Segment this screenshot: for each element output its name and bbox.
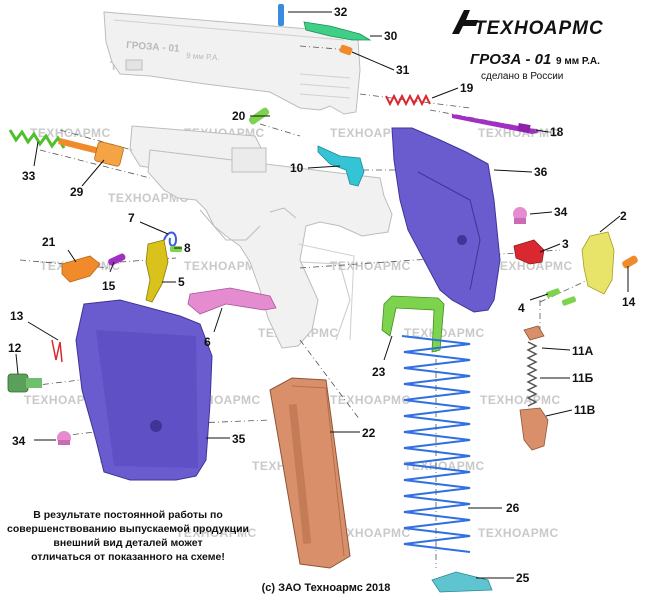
label-14: 14 <box>622 295 636 309</box>
label-11b: 11Б <box>572 371 594 385</box>
copyright: (c) ЗАО Техноармс 2018 <box>262 582 391 594</box>
label-33: 33 <box>22 169 36 183</box>
leader-lines <box>15 11 629 579</box>
part-11-recoil-assembly <box>519 325 549 451</box>
model-name: ГРОЗА - 01 <box>470 51 551 68</box>
part-21-part <box>61 255 101 283</box>
label-32: 32 <box>334 5 348 19</box>
watermark: ТЕХНОАРМС <box>176 526 257 540</box>
disclaimer-line-1: В результате постоянной работы по <box>33 509 223 521</box>
watermark: ТЕХНОАРМС <box>330 126 411 140</box>
label-10: 10 <box>290 161 304 175</box>
watermark: ТЕХНОАРМС <box>330 393 411 407</box>
part-19-spring <box>385 93 431 107</box>
label-7: 7 <box>128 211 135 225</box>
slide-engraving-model: ГРОЗА - 01 <box>126 40 181 55</box>
label-12: 12 <box>8 341 22 355</box>
watermark: ТЕХНОАРМС <box>480 393 561 407</box>
part-25-follower <box>431 571 493 593</box>
part-35-grip-panel-left <box>75 299 213 481</box>
part-33-spring <box>8 129 66 149</box>
label-29: 29 <box>70 185 84 199</box>
part-26-magazine-spring <box>401 335 471 553</box>
label-31: 31 <box>396 63 410 77</box>
label-19: 19 <box>460 81 474 95</box>
label-34-lower: 34 <box>12 434 26 448</box>
slide: ГРОЗА - 01 9 мм Р.А. <box>103 11 361 115</box>
part-32-pin <box>278 4 284 26</box>
brand-logo-mark-icon <box>452 10 478 34</box>
label-11a: 11А <box>572 344 594 358</box>
label-13: 13 <box>10 309 24 323</box>
label-22: 22 <box>362 426 376 440</box>
watermark: ТЕХНОАРМС <box>404 326 485 340</box>
disclaimer: В результате постоянной работы по соверш… <box>7 509 249 563</box>
part-34-screw-lower <box>57 431 71 445</box>
label-30: 30 <box>384 29 398 43</box>
disclaimer-line-3: внешний вид деталей может <box>53 537 202 549</box>
made-in-text: сделано в России <box>481 71 563 82</box>
part-13-spring <box>51 339 63 363</box>
label-23: 23 <box>372 365 386 379</box>
disclaimer-line-4: отличаться от показанного на схеме! <box>31 551 225 563</box>
watermark: ТЕХНОАРМС <box>108 191 189 205</box>
part-18-firing-pin <box>452 114 540 134</box>
model-caliber: 9 мм Р.А. <box>556 56 600 67</box>
part-15-pin <box>108 253 126 266</box>
label-15: 15 <box>102 279 116 293</box>
part-10-lever <box>317 145 365 187</box>
label-11v: 11В <box>574 403 596 417</box>
part-7-spring <box>163 231 178 247</box>
watermark: ТЕХНОАРМС <box>492 259 573 273</box>
frame <box>129 125 393 349</box>
watermark: ТЕХНОАРМС <box>330 526 411 540</box>
part-12-safety <box>7 373 42 393</box>
watermark: ТЕХНОАРМС <box>478 526 559 540</box>
part-14-pin <box>622 255 638 269</box>
watermark: ТЕХНОАРМС <box>478 126 559 140</box>
part-34-screw-upper <box>513 207 527 224</box>
label-2: 2 <box>620 209 627 223</box>
part-5-trigger <box>145 239 169 303</box>
label-21: 21 <box>42 235 56 249</box>
label-5: 5 <box>178 275 185 289</box>
part-23-clip <box>381 295 445 353</box>
label-26: 26 <box>506 501 520 515</box>
part-22-magazine <box>269 377 351 569</box>
label-6: 6 <box>204 335 211 349</box>
part-2-hammer <box>581 231 615 295</box>
part-8-pin <box>170 246 182 252</box>
label-25: 25 <box>516 571 530 585</box>
part-6-trigger-bar <box>187 287 277 315</box>
part-31-pin <box>339 44 353 56</box>
slide-engraving-caliber: 9 мм Р.А. <box>186 51 220 62</box>
label-20: 20 <box>232 109 246 123</box>
label-34-upper: 34 <box>554 205 568 219</box>
part-labels: 32 30 31 19 18 20 10 36 33 29 7 8 34 3 2… <box>8 5 636 585</box>
brand-name: ТЕХНОАРМС <box>474 18 604 39</box>
brand-logo: ТЕХНОАРМС <box>452 10 604 39</box>
disclaimer-line-2: совершенствованию выпускаемой продукции <box>7 523 249 535</box>
label-8: 8 <box>184 241 191 255</box>
part-29-guide-rod <box>58 138 124 167</box>
watermark: ТЕХНОАРМС <box>184 259 265 273</box>
part-3-lever <box>513 239 545 265</box>
label-4: 4 <box>518 301 525 315</box>
watermark: ТЕХНОАРМС <box>330 259 411 273</box>
part-30-extractor <box>303 21 372 41</box>
label-36: 36 <box>534 165 548 179</box>
label-35: 35 <box>232 432 246 446</box>
label-3: 3 <box>562 237 569 251</box>
watermark: ТЕХНОАРМС <box>30 126 111 140</box>
part-4-pin <box>545 288 561 298</box>
label-18: 18 <box>550 125 564 139</box>
part-36-grip-panel-right <box>391 127 501 313</box>
part-4-pin <box>561 296 577 306</box>
